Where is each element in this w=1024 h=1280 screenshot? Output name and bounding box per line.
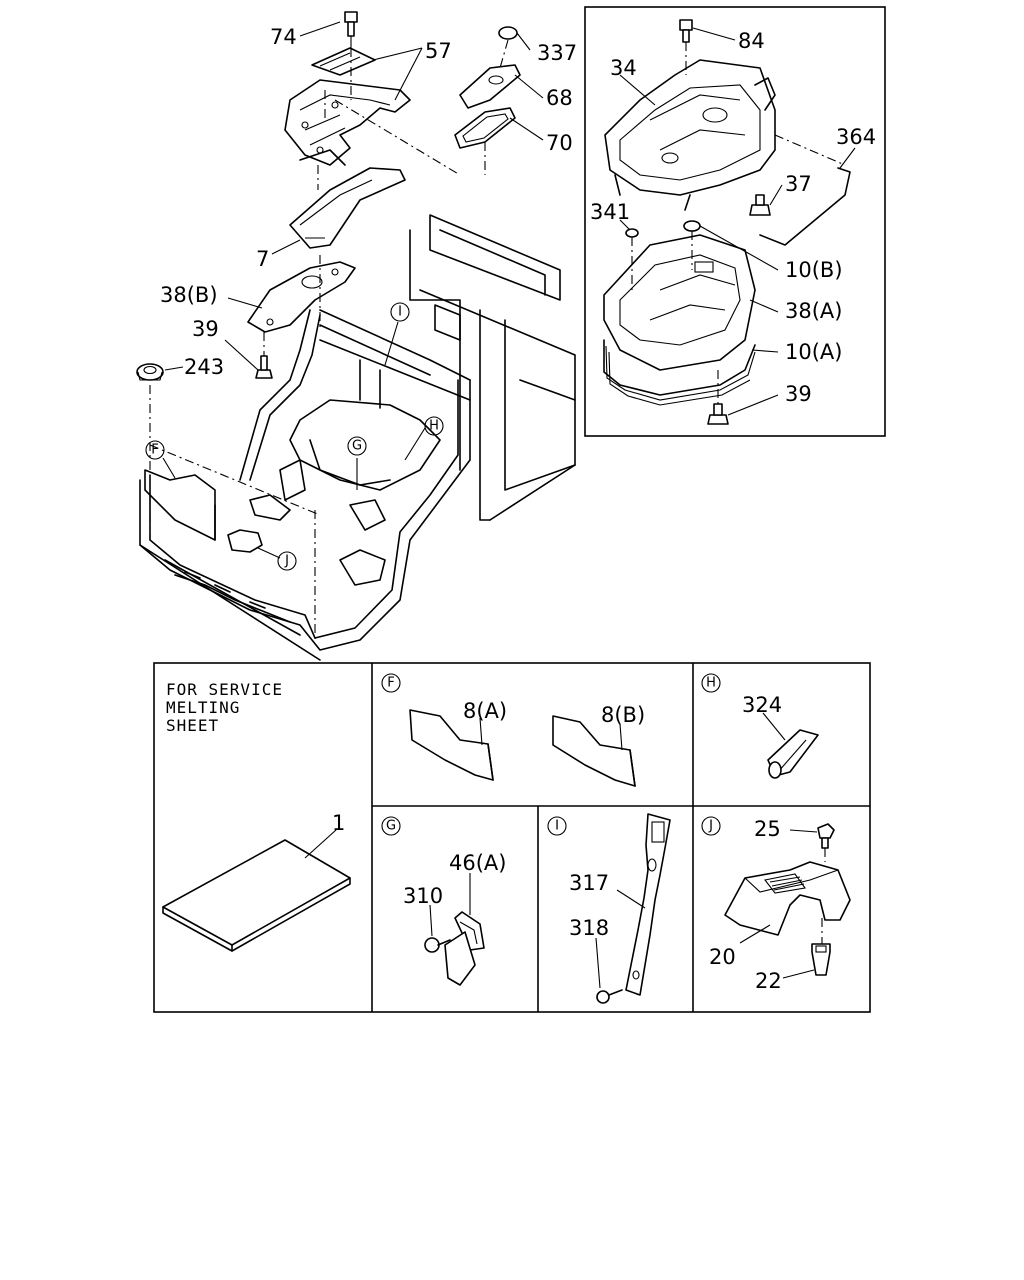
label-20: 20	[709, 945, 736, 969]
svg-text:F: F	[387, 676, 394, 691]
part-243-grommet	[136, 363, 164, 381]
inset-frame	[584, 6, 886, 437]
panel-j-title: J	[701, 816, 721, 836]
panel-j: J 25 20 22	[701, 816, 851, 993]
label-324: 324	[742, 693, 782, 717]
part-10b-pad	[683, 220, 701, 232]
part-37-nut	[749, 194, 771, 216]
detail-panels: FOR SERVICE MELTING SHEET 1 F	[153, 662, 871, 1013]
callout-i: I	[390, 302, 410, 322]
part-318-screw	[596, 989, 623, 1004]
label-37: 37	[785, 172, 812, 196]
label-310: 310	[403, 884, 443, 908]
detail-grid-frame	[153, 662, 871, 1013]
svg-text:I: I	[398, 305, 402, 320]
part-39-clip-inset	[707, 403, 729, 425]
callout-f: F	[145, 440, 165, 460]
part-1-melting-sheet	[162, 839, 351, 952]
service-note-line-1: FOR SERVICE	[166, 680, 283, 699]
panel-g-title: G	[381, 816, 401, 836]
label-317: 317	[569, 871, 609, 895]
panel-g: G 46(A) 310	[381, 816, 506, 986]
svg-text:J: J	[284, 554, 289, 569]
label-8b: 8(B)	[601, 703, 645, 727]
label-318: 318	[569, 916, 609, 940]
label-74: 74	[270, 25, 297, 49]
part-337-cap	[498, 26, 518, 40]
part-317-strap	[625, 813, 671, 996]
step-cover-j	[227, 529, 263, 553]
label-364: 364	[836, 125, 876, 149]
part-57-cover	[284, 47, 411, 166]
main-exploded-view: 74 57 337 68 70 7 38(B) 39 243 F G H I J	[136, 11, 577, 661]
insulator-sheet-f	[144, 469, 216, 541]
svg-text:F: F	[151, 443, 158, 458]
label-39: 39	[192, 317, 219, 341]
label-38b: 38(B)	[160, 283, 218, 307]
part-39-clip	[255, 355, 273, 379]
part-7-panel	[289, 167, 406, 249]
part-8a-insulator	[409, 709, 494, 781]
label-57: 57	[425, 39, 452, 63]
label-38a: 38(A)	[785, 299, 842, 323]
cab-floor	[139, 309, 471, 661]
label-243: 243	[184, 355, 224, 379]
panel-h: H 324	[701, 673, 819, 779]
label-8a: 8(A)	[463, 699, 507, 723]
part-22-nut	[811, 943, 831, 976]
panel-i-title: I	[547, 816, 567, 836]
panel-service: FOR SERVICE MELTING SHEET 1	[162, 680, 351, 952]
label-7: 7	[256, 247, 269, 271]
label-337: 337	[537, 41, 577, 65]
label-25: 25	[754, 817, 781, 841]
panel-f: F 8(A) 8(B)	[381, 673, 645, 787]
label-341: 341	[590, 200, 630, 224]
part-38a-tray	[603, 234, 756, 371]
callout-h: H	[424, 416, 444, 436]
part-84-bolt	[679, 19, 693, 43]
label-34: 34	[610, 56, 637, 80]
part-70-seal	[454, 107, 516, 149]
panel-h-title: H	[701, 673, 721, 693]
part-8b-insulator	[552, 715, 636, 787]
part-310-screw	[424, 937, 451, 953]
part-25-clip	[817, 823, 835, 849]
part-20-step-cover	[724, 861, 851, 936]
main-leader-lines	[149, 21, 544, 640]
part-324-clip	[767, 729, 819, 779]
part-68-plate	[459, 64, 521, 109]
part-74-bolt	[344, 11, 358, 48]
label-39-inset: 39	[785, 382, 812, 406]
svg-text:H: H	[706, 676, 716, 691]
svg-text:J: J	[708, 819, 713, 834]
label-10a: 10(A)	[785, 340, 842, 364]
panel-i: I 317 318	[547, 813, 671, 1004]
svg-text:G: G	[386, 819, 396, 834]
part-46a-latch	[444, 911, 485, 986]
label-70: 70	[546, 131, 573, 155]
label-46a: 46(A)	[449, 851, 506, 875]
part-10a-insulator	[603, 339, 756, 406]
cab-body-outline	[409, 214, 576, 521]
part-38b-cover	[247, 261, 356, 333]
callout-g: G	[347, 436, 367, 456]
svg-text:H: H	[429, 419, 439, 434]
inset-leader-lines	[619, 27, 856, 416]
label-22: 22	[755, 969, 782, 993]
inset-view: 84 34 364 37 341 10(B) 38(A) 10(A) 39	[584, 6, 886, 437]
part-341-plug	[625, 228, 639, 238]
service-note-line-3: SHEET	[166, 716, 219, 735]
service-note-line-2: MELTING	[166, 698, 240, 717]
label-84: 84	[738, 29, 765, 53]
label-1: 1	[332, 811, 345, 835]
svg-text:G: G	[352, 439, 362, 454]
panel-f-title: F	[381, 673, 401, 693]
part-364-wire	[759, 167, 851, 246]
callout-j: J	[277, 551, 297, 571]
svg-text:I: I	[555, 819, 559, 834]
label-10b: 10(B)	[785, 258, 843, 282]
part-34-console	[604, 59, 776, 211]
label-68: 68	[546, 86, 573, 110]
